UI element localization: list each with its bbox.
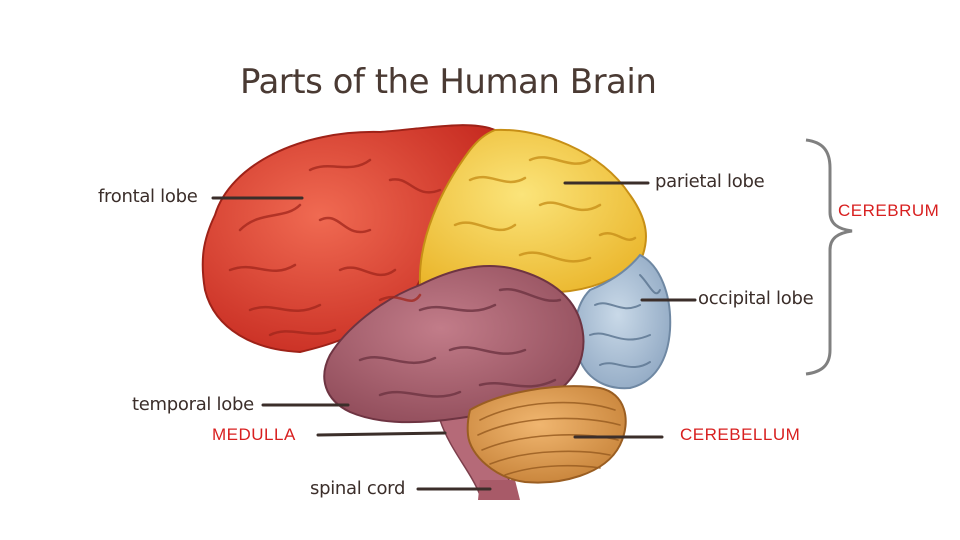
spinal-cord-label: spinal cord <box>310 478 406 499</box>
spinal-cord-shape <box>478 480 520 500</box>
occipital-gyri <box>589 274 661 368</box>
cerebellum-shape <box>466 385 627 484</box>
medulla-annotation: MEDULLA <box>212 425 296 444</box>
page-title: Parts of the Human Brain <box>240 62 657 102</box>
cerebrum-brace <box>805 138 853 376</box>
leader-lines <box>211 181 697 491</box>
parietal-gyri <box>453 156 637 263</box>
temporal-lobe-label: temporal lobe <box>132 394 254 415</box>
frontal-lobe-label: frontal lobe <box>98 186 198 207</box>
occipital-lobe-label: occipital lobe <box>698 288 814 309</box>
occipital-lobe-shape <box>574 253 672 390</box>
cerebellum-annotation: CEREBELLUM <box>680 425 801 444</box>
frontal-gyri <box>228 158 442 337</box>
parietal-lobe-label: parietal lobe <box>655 171 765 192</box>
cerebrum-annotation: CEREBRUM <box>838 201 940 220</box>
temporal-gyri <box>358 287 562 398</box>
medulla-leader <box>316 431 447 437</box>
